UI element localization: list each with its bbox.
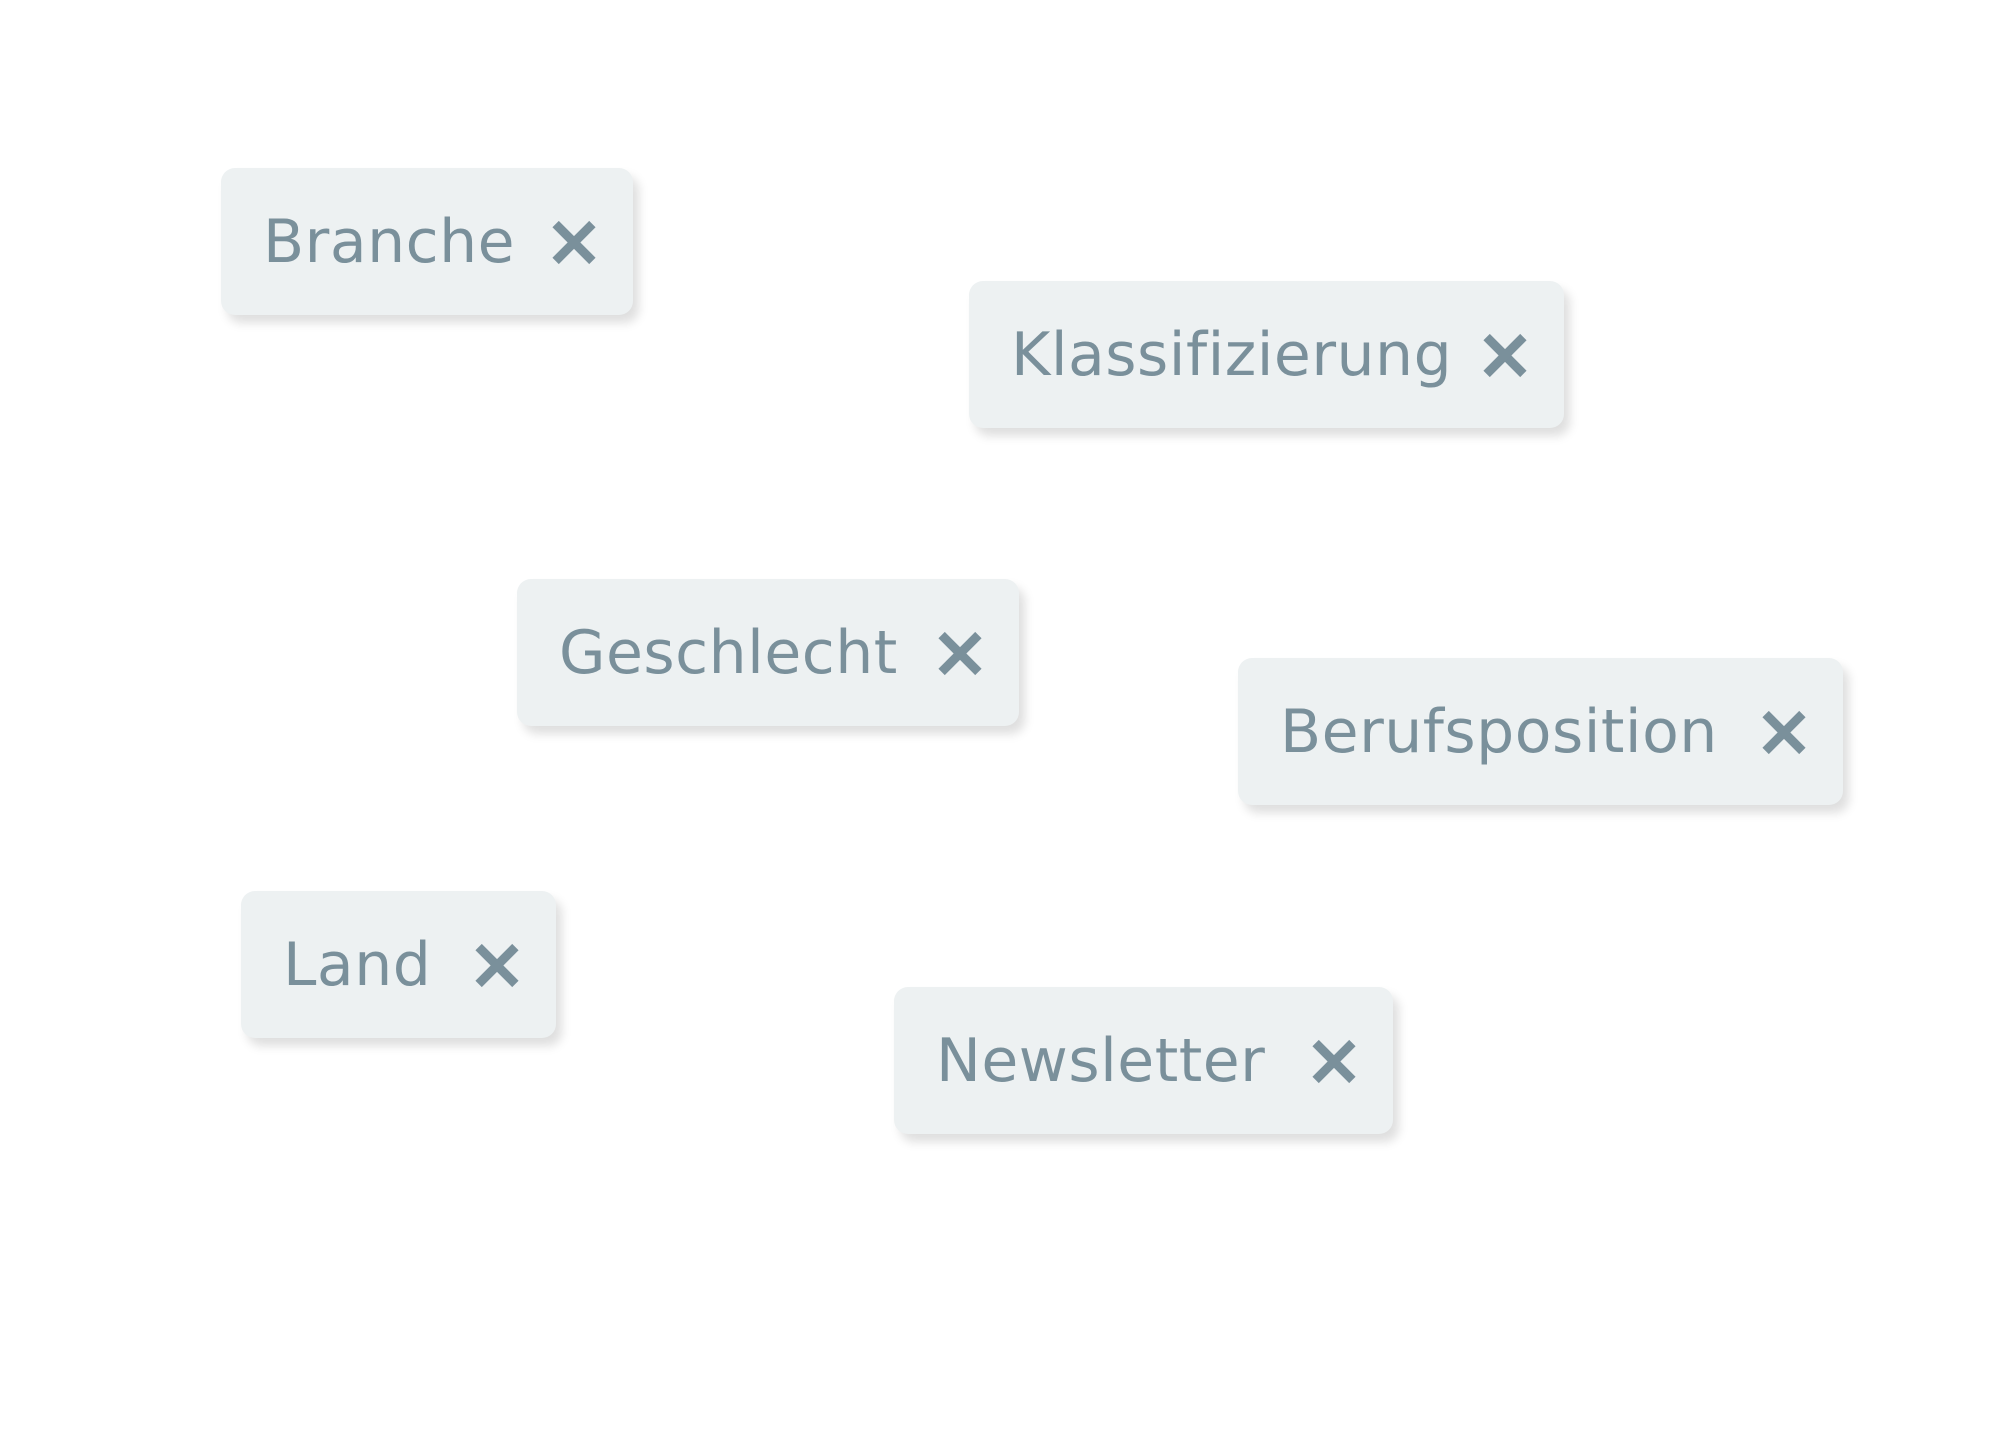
filter-chip-berufsposition[interactable]: Berufsposition (1238, 658, 1843, 805)
filter-chip-land[interactable]: Land (241, 891, 556, 1038)
filter-chip-klassifizierung[interactable]: Klassifizierung (969, 281, 1564, 428)
close-icon[interactable] (1482, 332, 1528, 378)
filter-chip-newsletter[interactable]: Newsletter (894, 987, 1393, 1134)
chip-label: Geschlecht (559, 617, 898, 688)
chip-label: Branche (263, 206, 516, 277)
filter-chip-branche[interactable]: Branche (221, 168, 633, 315)
chip-label: Land (283, 929, 432, 1000)
chip-label: Berufsposition (1280, 696, 1718, 767)
chip-label: Klassifizierung (1011, 319, 1453, 390)
close-icon[interactable] (1761, 709, 1807, 755)
close-icon[interactable] (937, 630, 983, 676)
close-icon[interactable] (474, 942, 520, 988)
filter-chip-geschlecht[interactable]: Geschlecht (517, 579, 1019, 726)
chip-label: Newsletter (936, 1025, 1266, 1096)
close-icon[interactable] (1311, 1038, 1357, 1084)
close-icon[interactable] (551, 219, 597, 265)
